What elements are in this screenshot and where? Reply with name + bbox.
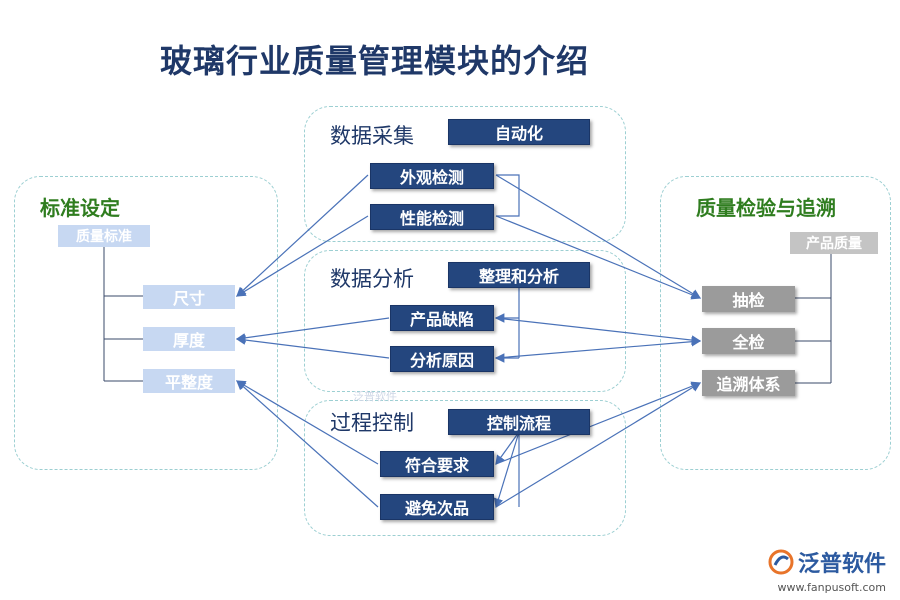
product-quality-header: 产品质量: [790, 232, 878, 254]
data-analysis-title: 数据分析: [330, 267, 414, 291]
inspection-panel: [660, 176, 891, 470]
data-collection-title: 数据采集: [330, 124, 414, 148]
spot-check-box: 抽检: [702, 286, 795, 312]
avoid-defects-box: 避免次品: [380, 494, 494, 520]
standards-title: 标准设定: [40, 196, 120, 220]
arrow-cause-to-full: [495, 336, 702, 359]
arrow-avoid-to-trace: [495, 382, 702, 508]
inspection-title: 质量检验与追溯: [696, 196, 836, 220]
left-bracket: [103, 245, 143, 382]
meet-requirements-box: 符合要求: [380, 451, 494, 477]
arrow-s1b-to-size: [235, 215, 369, 297]
traceability-box: 追溯体系: [702, 370, 795, 396]
brand-url: www.fanpusoft.com: [777, 581, 886, 594]
arrow-avoid-to-flat: [236, 380, 379, 508]
s1-bracket: [496, 174, 520, 217]
brand-logo: 泛普软件: [768, 546, 886, 578]
full-check-box: 全检: [702, 328, 795, 354]
arrow-comply-to-trace: [495, 381, 702, 465]
product-defect-box: 产品缺陷: [390, 305, 494, 331]
arrow-defect-to-thick: [235, 317, 390, 343]
arrow-s1a-to-spot: [495, 174, 702, 299]
arrow-s1b-to-spot: [495, 215, 702, 300]
sort-analyze-tag: 整理和分析: [448, 262, 590, 288]
arrow-bracket-to-avoid: [493, 431, 520, 509]
flatness-box: 平整度: [143, 369, 235, 393]
size-box: 尺寸: [143, 285, 235, 309]
watermark: 泛普软件: [353, 390, 397, 403]
control-process-tag: 控制流程: [448, 409, 590, 435]
process-control-title: 过程控制: [330, 411, 414, 435]
quality-standard-header: 质量标准: [58, 225, 150, 247]
appearance-inspection-box: 外观检测: [370, 163, 494, 189]
performance-inspection-box: 性能检测: [370, 204, 494, 230]
arrow-defect-to-full: [495, 317, 702, 345]
brand-name: 泛普软件: [797, 552, 886, 577]
arrow-comply-to-flat: [235, 380, 379, 465]
arrow-bracket-to-comply: [495, 431, 520, 465]
automation-tag: 自动化: [448, 119, 590, 145]
thickness-box: 厚度: [143, 327, 235, 351]
right-bracket: [795, 253, 832, 384]
page-title: 玻璃行业质量管理模块的介绍: [160, 42, 590, 80]
arrow-cause-to-thick: [235, 335, 390, 359]
arrow-s1a-to-size: [236, 174, 369, 297]
cause-analysis-box: 分析原因: [390, 346, 494, 372]
brand-mark-icon: [768, 549, 794, 575]
